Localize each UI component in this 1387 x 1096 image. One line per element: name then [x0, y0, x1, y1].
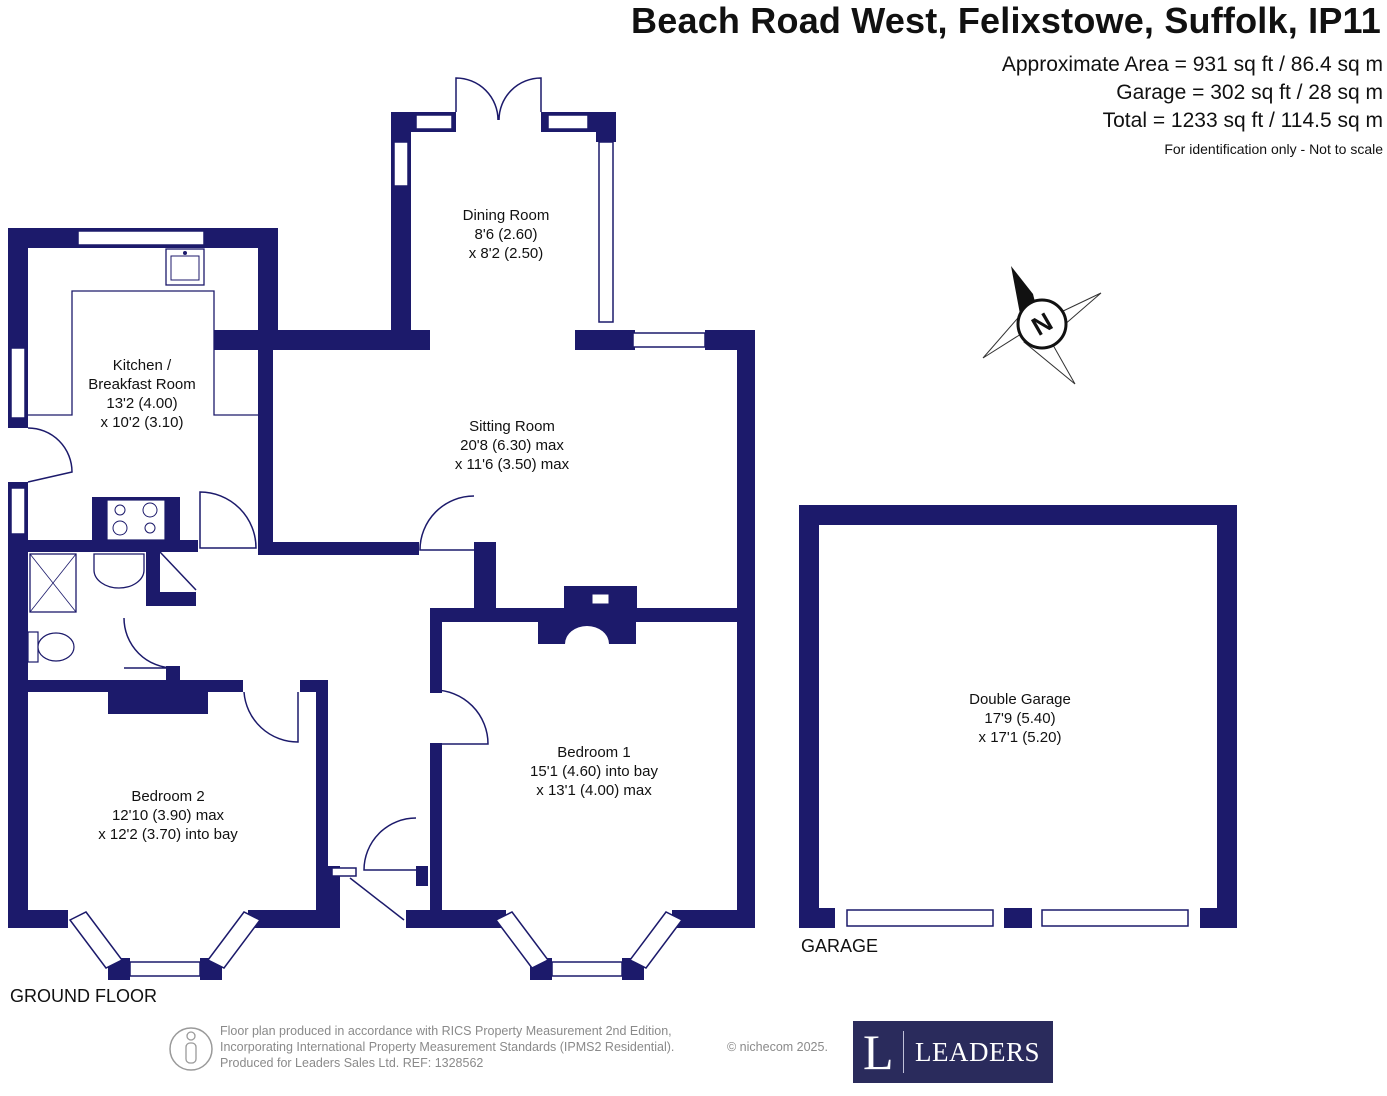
shower-tray-icon — [29, 553, 77, 613]
copyright: © nichecom 2025. — [727, 1040, 828, 1054]
sitting-room-label: Sitting Room 20'8 (6.30) max x 11'6 (3.5… — [454, 418, 570, 473]
logo-divider — [903, 1031, 904, 1073]
double-garage-label: Double Garage 17'9 (5.40) x 17'1 (5.20) — [969, 691, 1071, 746]
hob-icon — [106, 499, 166, 541]
fireplace-icon — [565, 593, 610, 644]
walls — [8, 112, 1237, 980]
garage-floor-label: GARAGE — [801, 936, 879, 956]
logo-word: LEADERS — [915, 1037, 1040, 1067]
footer-notes: Floor plan produced in accordance with R… — [220, 1024, 675, 1070]
bedroom-1-label: Bedroom 1 15'1 (4.60) into bay x 13'1 (4… — [530, 744, 658, 799]
approximate-area: Approximate Area = 931 sq ft / 86.4 sq m — [1001, 53, 1383, 76]
logo-letter: L — [863, 1024, 894, 1080]
kitchen-label: Kitchen / Breakfast Room 13'2 (4.00) x 1… — [88, 357, 196, 431]
toilet-icon — [27, 631, 75, 663]
washbasin-icon — [93, 553, 145, 589]
garage-area: Garage = 302 sq ft / 28 sq m — [1116, 81, 1383, 104]
ground-floor-label: GROUND FLOOR — [10, 986, 158, 1006]
kitchen-counters — [28, 290, 258, 416]
windows — [10, 114, 1189, 977]
sink-icon — [165, 248, 205, 286]
person-icon — [169, 1027, 213, 1071]
leaders-logo: L LEADERS — [853, 1021, 1053, 1083]
compass-rose-icon — [982, 266, 1102, 385]
dining-room-label: Dining Room 8'6 (2.60) x 8'2 (2.50) — [462, 207, 550, 262]
total-area: Total = 1233 sq ft / 114.5 sq m — [1102, 109, 1383, 132]
property-title: Beach Road West, Felixstowe, Suffolk, IP… — [631, 0, 1381, 41]
bedroom-2-label: Bedroom 2 12'10 (3.90) max x 12'2 (3.70)… — [98, 788, 238, 843]
door-swings — [27, 77, 542, 921]
scale-disclaimer: For identification only - Not to scale — [1164, 141, 1383, 157]
